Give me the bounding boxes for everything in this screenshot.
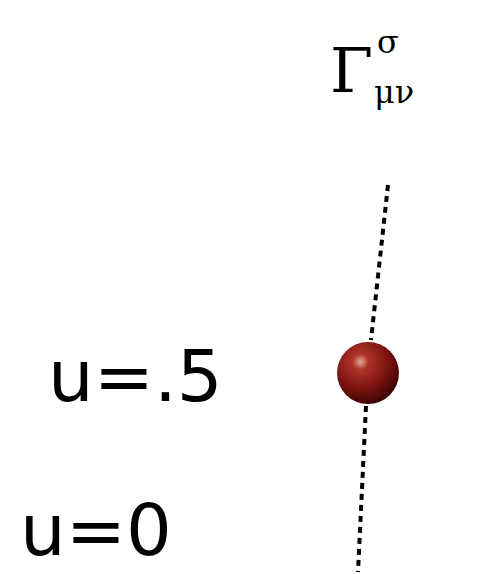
parameter-label: u=.5 [48, 340, 223, 412]
subscript-index: μν [374, 76, 414, 108]
dotted-path [358, 406, 366, 572]
red-sphere [337, 342, 399, 404]
superscript-index: σ [377, 26, 399, 58]
symbol-gamma: Γ [330, 40, 373, 102]
parameter-label: u=0 [20, 494, 172, 566]
dotted-path [371, 185, 388, 340]
